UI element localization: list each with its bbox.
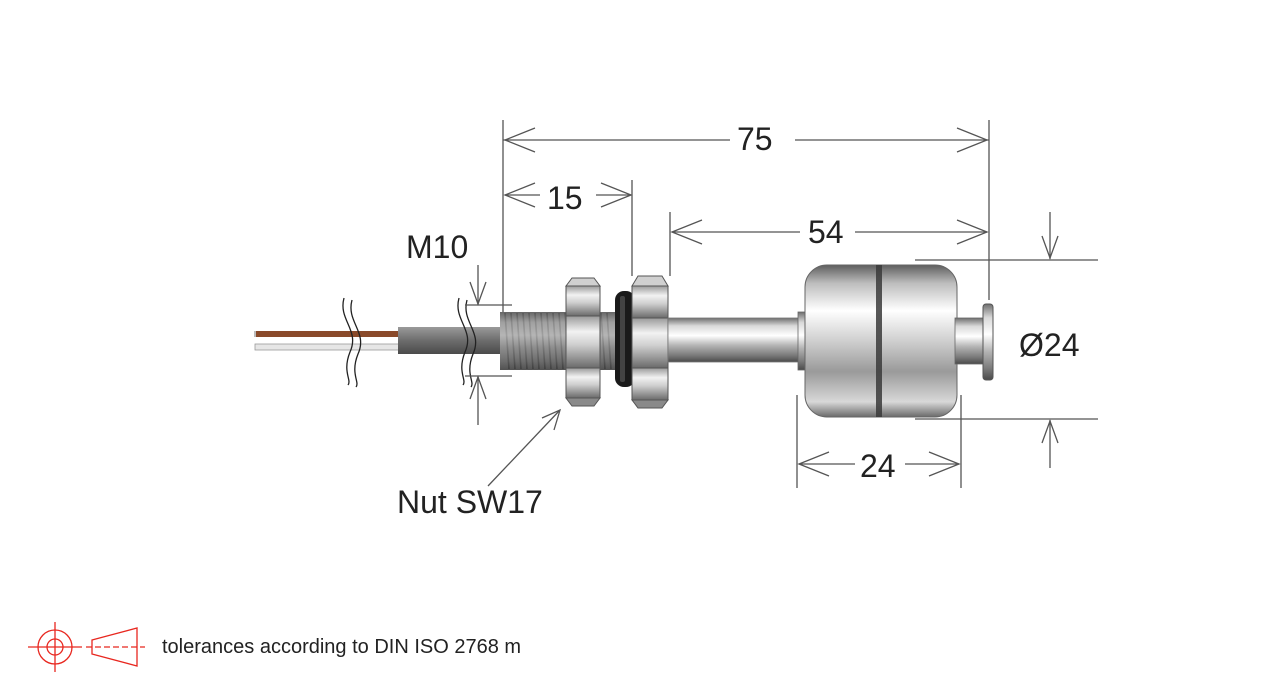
dimension-m10 — [465, 265, 512, 425]
nut-leader-arrow — [487, 408, 562, 487]
white-wire — [254, 343, 401, 351]
hex-nut — [565, 277, 601, 407]
dimension-15 — [503, 180, 633, 276]
tolerance-note: tolerances according to DIN ISO 2768 m — [162, 636, 521, 658]
dim-54-label: 54 — [808, 214, 844, 250]
dim-diameter-label: Ø24 — [1019, 327, 1079, 363]
dim-float-length-label: 24 — [860, 448, 896, 484]
dim-15-label: 15 — [547, 180, 583, 216]
float — [797, 264, 994, 418]
dimension-75 — [502, 120, 990, 312]
thread-size-label: M10 — [406, 229, 468, 265]
dimension-float-24 — [796, 395, 962, 488]
dim-75-label: 75 — [737, 121, 773, 157]
projection-symbol-icon — [28, 622, 145, 672]
lead-wires — [254, 331, 401, 351]
nut-callout-label: Nut SW17 — [397, 484, 543, 520]
stem-tube — [667, 317, 804, 363]
cable-sheath — [398, 327, 503, 354]
hex-head — [631, 275, 669, 409]
brown-wire — [255, 331, 400, 337]
cable-break-marks — [342, 297, 477, 388]
dimension-diameter-24 — [915, 212, 1098, 468]
dimension-54 — [669, 212, 989, 276]
